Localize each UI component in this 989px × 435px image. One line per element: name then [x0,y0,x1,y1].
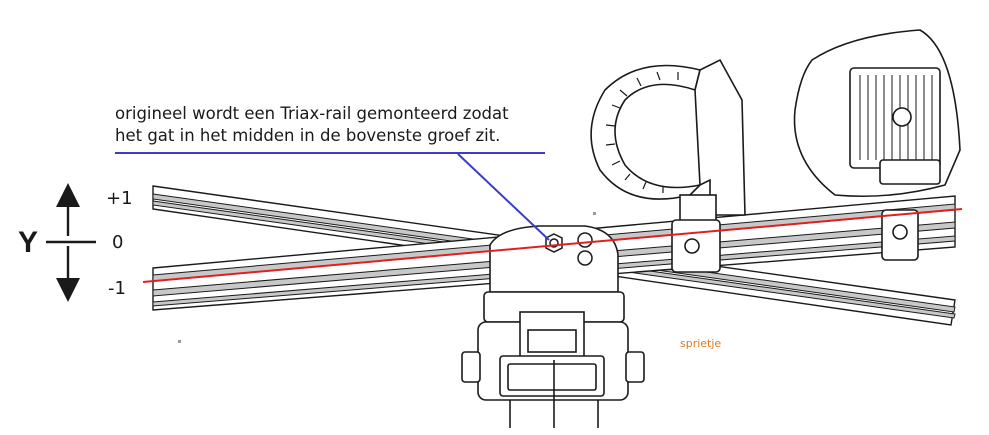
speck [178,340,181,343]
signature: sprietje [680,337,722,350]
ring-clamp [590,58,746,273]
caption-line-2: het gat in het midden in de bovenste gro… [115,126,501,145]
y-axis [46,183,96,302]
tick-zero: 0 [112,232,124,253]
caption: origineel wordt een Triax-rail gemonteer… [115,103,575,147]
axis-letter: Y [18,226,39,259]
pointer-line [457,153,550,241]
center-bracket [461,225,645,428]
speck [593,212,596,215]
dome-part [793,29,961,261]
caption-line-1: origineel wordt een Triax-rail gemonteer… [115,104,509,123]
tick-plus-one: +1 [106,188,133,209]
red-reference-line [142,208,963,283]
ring-clamp-teeth [605,71,679,193]
tick-minus-one: -1 [108,278,126,299]
